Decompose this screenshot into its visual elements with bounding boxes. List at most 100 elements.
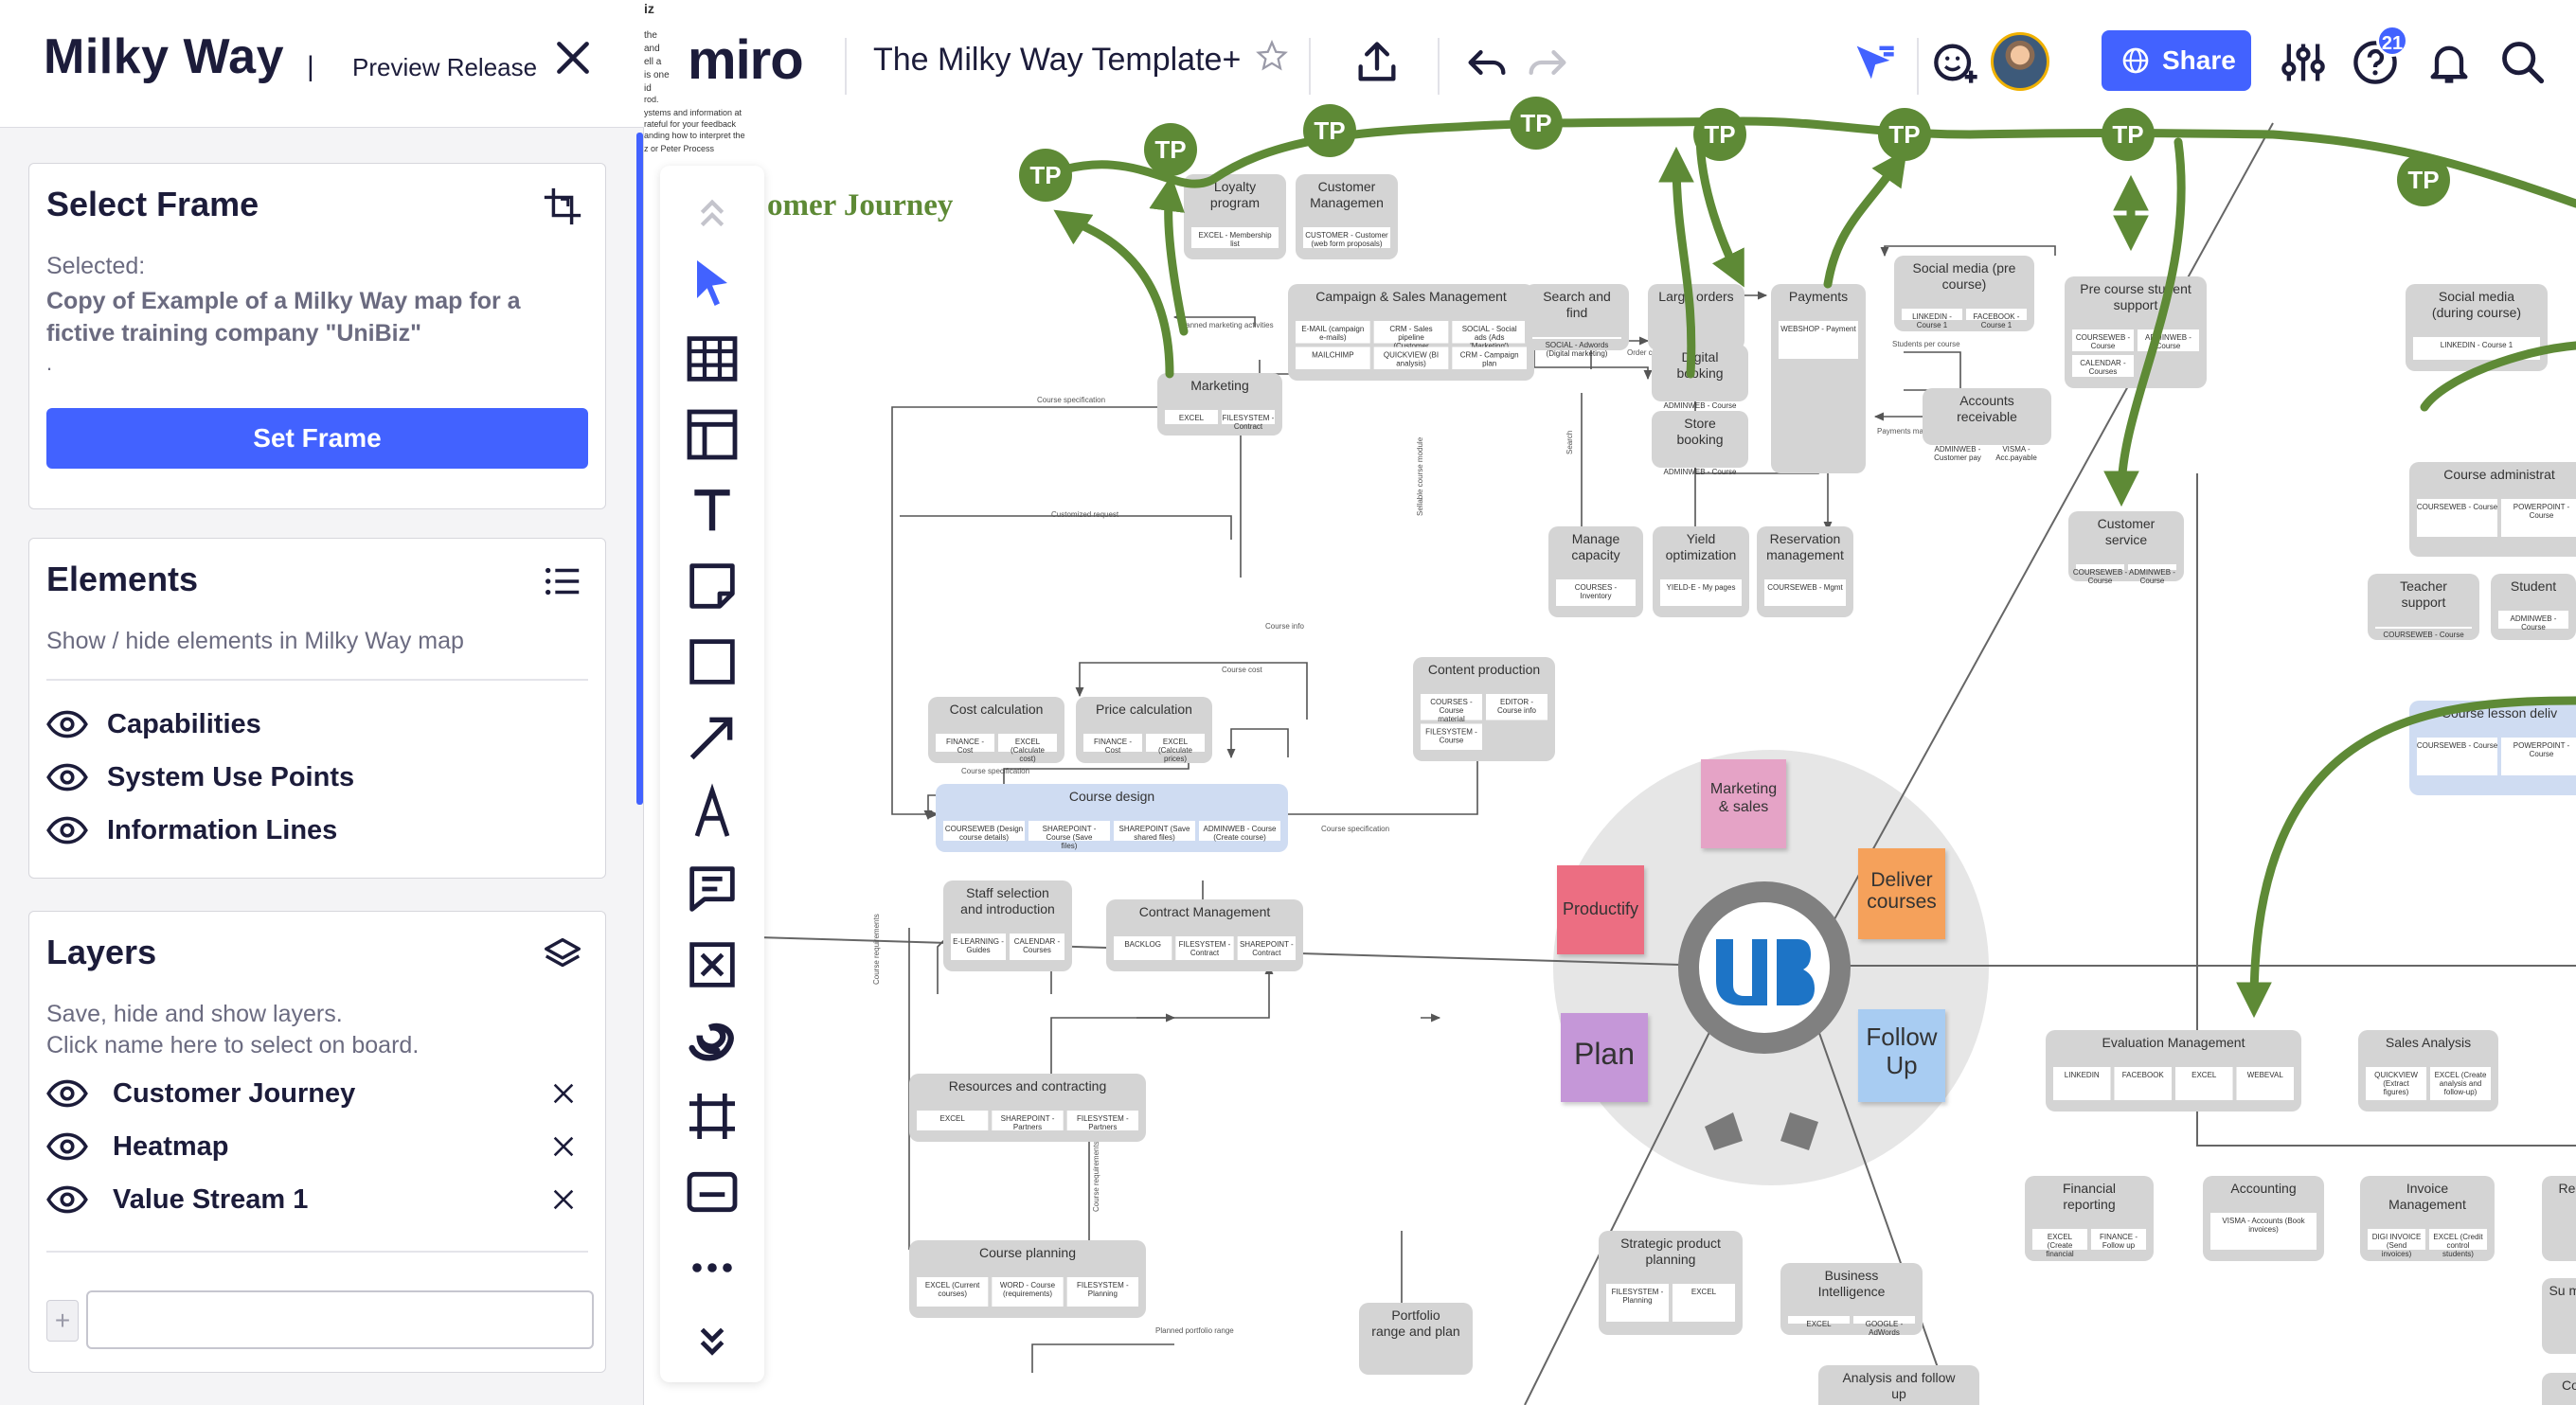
- layer-name[interactable]: Heatmap: [113, 1131, 229, 1162]
- element-toggle-capabilities[interactable]: Capabilities: [46, 703, 577, 745]
- layer-name[interactable]: Customer Journey: [113, 1078, 356, 1109]
- eye-icon[interactable]: [46, 813, 88, 847]
- sticky-follow-up[interactable]: Follow Up: [1858, 1009, 1945, 1102]
- eye-icon[interactable]: [46, 1183, 88, 1217]
- process-box-sup-partial[interactable]: Su mar: [2542, 1278, 2576, 1354]
- panel-scrollbar[interactable]: [636, 133, 643, 805]
- export-icon[interactable]: [1352, 38, 1402, 87]
- redo-icon[interactable]: [1523, 38, 1572, 87]
- comment-icon[interactable]: [682, 859, 742, 919]
- process-box-rec-partial[interactable]: Rec: [2542, 1176, 2576, 1261]
- miro-board-canvas[interactable]: iz the and ell a is one id rod. ystems a…: [644, 0, 2576, 1405]
- set-frame-button[interactable]: Set Frame: [46, 408, 588, 469]
- sticky-note-icon[interactable]: [682, 556, 742, 616]
- reactions-cursor-icon[interactable]: [1849, 38, 1898, 87]
- new-layer-name-input[interactable]: [86, 1290, 594, 1349]
- eye-icon[interactable]: [46, 1129, 88, 1164]
- undo-icon[interactable]: [1462, 38, 1512, 87]
- user-avatar[interactable]: [1991, 32, 2049, 91]
- eye-icon[interactable]: [46, 707, 88, 741]
- delete-layer-icon[interactable]: [550, 1080, 577, 1107]
- close-icon[interactable]: [549, 34, 597, 81]
- layer-row-heatmap[interactable]: Heatmap: [46, 1126, 577, 1167]
- shape-square-icon[interactable]: [682, 631, 742, 692]
- board-name[interactable]: The Milky Way Template+: [873, 42, 1242, 78]
- select-cursor-icon[interactable]: [682, 253, 742, 313]
- share-button[interactable]: Share: [2102, 30, 2251, 91]
- add-layer-button[interactable]: +: [46, 1300, 79, 1342]
- process-box-fin-reporting[interactable]: FinancialreportingEXCEL(CreatefinancialF…: [2025, 1176, 2154, 1261]
- eye-icon[interactable]: [46, 1076, 88, 1111]
- sticky-plan[interactable]: Plan: [1561, 1013, 1648, 1102]
- sticky-deliver[interactable]: Deliver courses: [1858, 848, 1945, 939]
- frame-tool-icon[interactable]: [682, 1086, 742, 1147]
- bell-icon[interactable]: [2424, 38, 2474, 87]
- search-icon[interactable]: [2498, 38, 2548, 87]
- touchpoint-6[interactable]: TP: [1878, 108, 1931, 161]
- miro-logo[interactable]: miro: [688, 29, 804, 91]
- element-toggle-system-use-points[interactable]: System Use Points: [46, 756, 577, 798]
- card-icon[interactable]: [682, 1162, 742, 1222]
- touchpoint-7[interactable]: TP: [2102, 108, 2155, 161]
- sticky-marketing[interactable]: Marketing & sales: [1701, 759, 1786, 848]
- touchpoint-4[interactable]: TP: [1510, 97, 1563, 150]
- delete-layer-icon[interactable]: [550, 1186, 577, 1213]
- process-box-sales-analysis[interactable]: Sales AnalysisQUICKVIEW(Extractfigures)E…: [2358, 1030, 2498, 1112]
- process-box-large-orders[interactable]: Large orders: [1648, 284, 1744, 350]
- connection-line-icon[interactable]: [682, 707, 742, 768]
- touchpoint-3[interactable]: TP: [1303, 104, 1356, 157]
- text-icon[interactable]: [682, 480, 742, 541]
- collapse-up-icon[interactable]: [682, 185, 742, 245]
- element-toggle-information-lines[interactable]: Information Lines: [46, 809, 577, 851]
- delete-layer-icon[interactable]: [550, 1133, 577, 1160]
- layer-row-value-stream-1[interactable]: Value Stream 1: [46, 1179, 577, 1220]
- frame-x-icon[interactable]: [682, 934, 742, 995]
- process-box-co-partial[interactable]: Co: [2542, 1373, 2576, 1405]
- touchpoint-1[interactable]: TP: [1019, 149, 1072, 202]
- invite-smiley-icon[interactable]: [1932, 38, 1981, 87]
- star-icon[interactable]: [1256, 40, 1288, 72]
- touchpoint-2[interactable]: TP: [1144, 123, 1197, 176]
- more-tools-icon[interactable]: [682, 1237, 742, 1298]
- settings-sliders-icon[interactable]: [2279, 38, 2328, 87]
- process-box-social-during[interactable]: Social media(during course)LINKEDIN - Co…: [2406, 284, 2548, 371]
- templates-icon[interactable]: [682, 404, 742, 465]
- layer-name[interactable]: Value Stream 1: [113, 1184, 309, 1215]
- milky-way-app-icon[interactable]: [682, 1010, 742, 1071]
- touchpoint-8[interactable]: TP: [2397, 153, 2450, 206]
- pen-icon[interactable]: [682, 783, 742, 844]
- sticky-productify[interactable]: Productify: [1557, 865, 1644, 954]
